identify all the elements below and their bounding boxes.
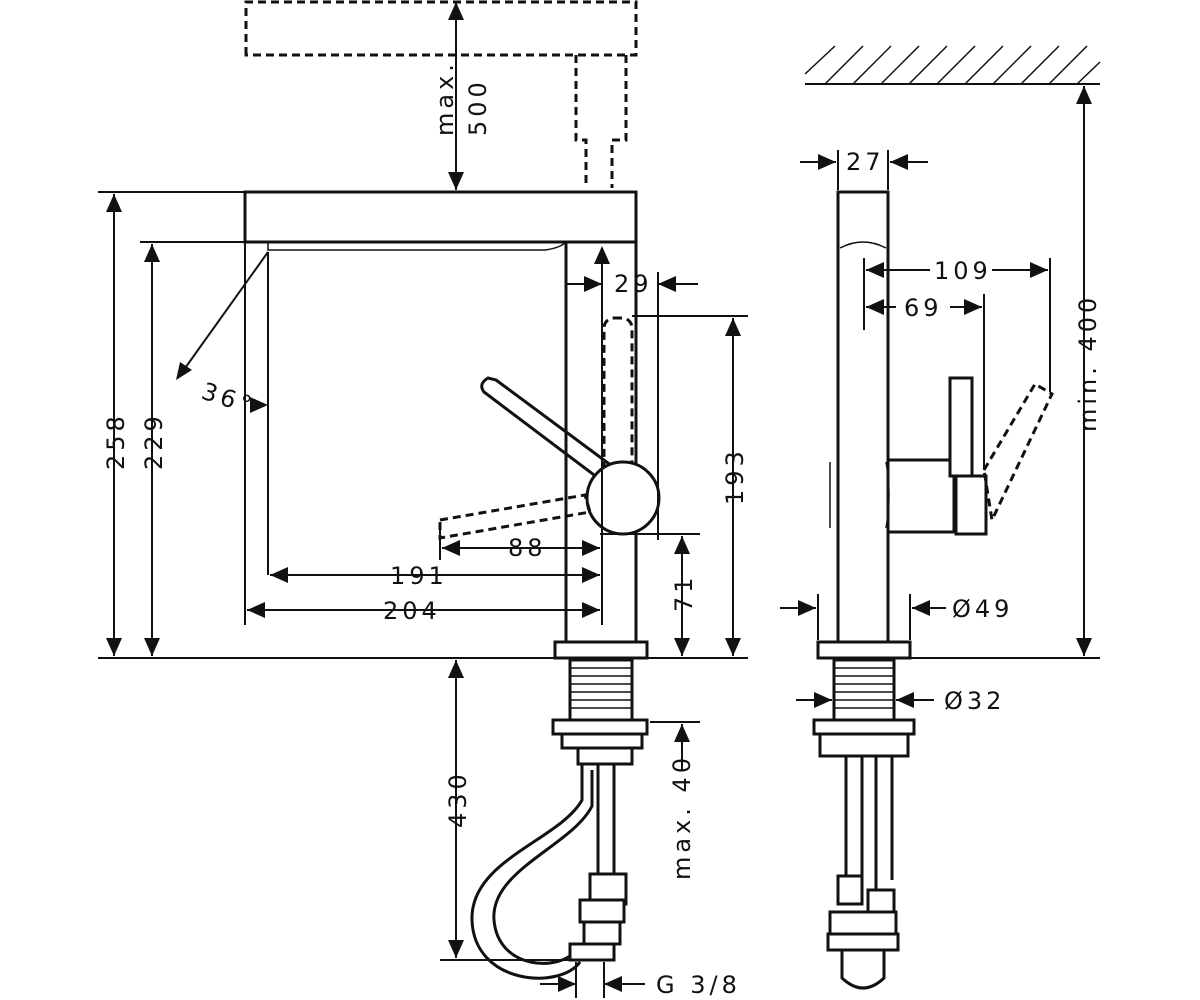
dashed-pipe-outer (574, 55, 588, 188)
side-base-ring (816, 640, 912, 660)
label-dia-32: Ø32 (944, 687, 1005, 715)
supply-hose-straight (596, 764, 616, 880)
side-lever-grip (948, 376, 974, 478)
side-spout-outlet (839, 241, 887, 249)
thread-rod (568, 658, 634, 722)
label-71: 71 (670, 573, 698, 612)
side-mounting-plate (812, 718, 916, 736)
side-thread-rod (832, 658, 896, 722)
lever-swing-lower-dashed (438, 493, 592, 540)
label-430: 430 (444, 770, 472, 828)
label-258: 258 (102, 412, 130, 470)
label-88: 88 (508, 534, 547, 562)
label-min-400: min. 400 (1074, 294, 1102, 432)
dimension-lines-front (98, 2, 748, 998)
label-69: 69 (904, 294, 943, 322)
dimension-lines-side (780, 86, 1100, 708)
label-29: 29 (614, 270, 653, 298)
mounting-bracket (576, 748, 634, 766)
spout-underside (267, 241, 567, 251)
lever-knob (585, 460, 661, 536)
supply-hose-loop (470, 764, 594, 980)
side-mounting-nut (818, 734, 910, 758)
label-max: max. (431, 60, 459, 136)
label-193: 193 (721, 447, 749, 505)
side-connector (826, 874, 900, 990)
front-view: max. 500 258 229 36° 29 193 88 191 204 7… (98, 0, 749, 999)
side-lever-housing (886, 458, 956, 534)
label-109: 109 (934, 257, 992, 285)
mounting-plate (551, 718, 649, 736)
label-g-3-8: G 3/8 (656, 971, 741, 999)
side-view: 27 109 69 min. 400 Ø49 Ø32 (780, 45, 1102, 990)
side-lever-cap (954, 474, 988, 536)
lever-swing-dashed (602, 316, 634, 490)
hose-connector (568, 872, 628, 962)
side-hoses (844, 756, 894, 904)
spout-arm (243, 190, 638, 244)
label-max-40: max. 40 (668, 754, 696, 880)
mounting-nut (560, 732, 644, 750)
dashed-pipe-inner (610, 55, 628, 188)
label-191: 191 (390, 562, 448, 590)
label-500: 500 (464, 78, 492, 136)
lever-handle (480, 376, 615, 480)
side-lever-swing-dashed (982, 381, 1054, 525)
label-dia-49: Ø49 (952, 595, 1013, 623)
label-angle-36: 36° (198, 377, 259, 420)
cabinet-clearance-dashed (244, 0, 638, 57)
label-204: 204 (383, 597, 441, 625)
ceiling-hatch (804, 45, 1101, 85)
label-27: 27 (846, 148, 885, 176)
base-ring (553, 640, 649, 660)
label-229: 229 (140, 412, 168, 470)
